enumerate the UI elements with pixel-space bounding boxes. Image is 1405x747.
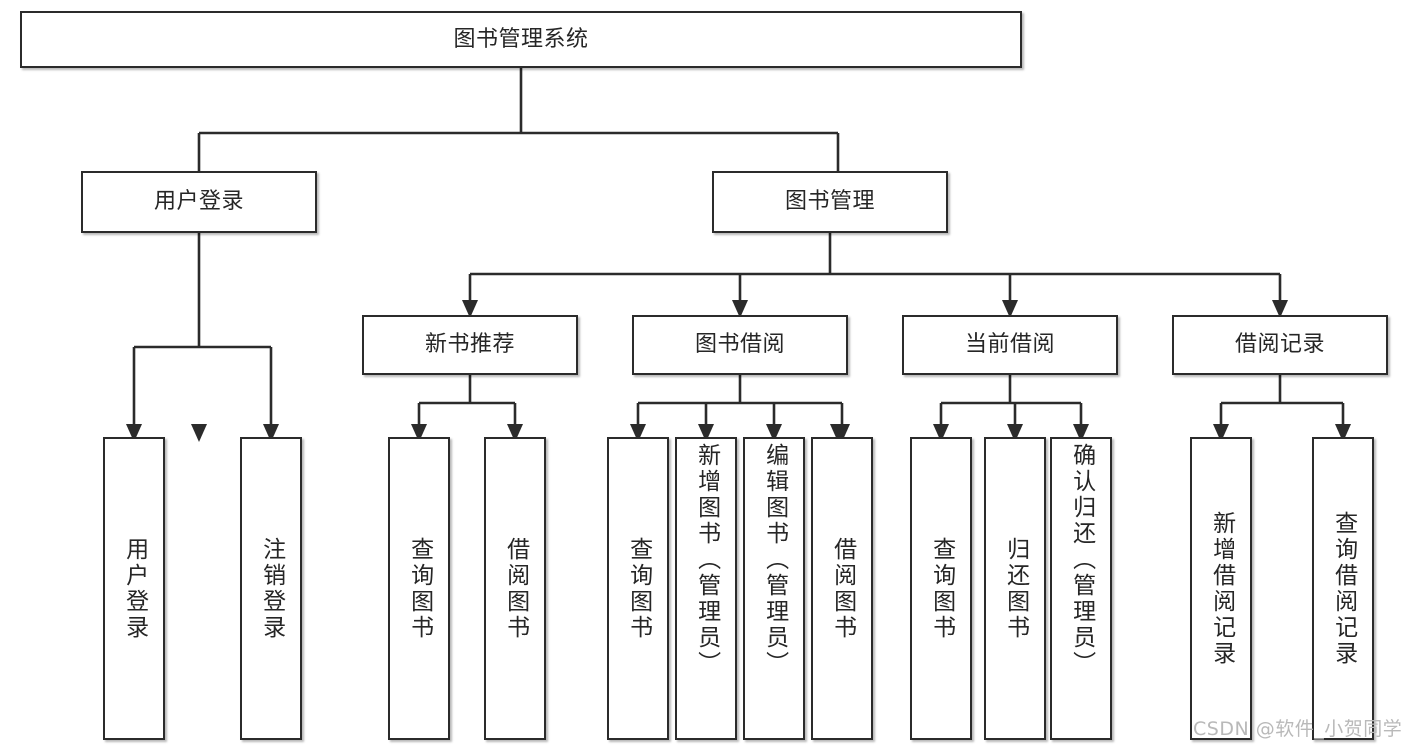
- node-leaf-add-book[interactable]: 新增图书（管理员）: [675, 437, 737, 740]
- node-user-login[interactable]: 用户登录: [81, 171, 317, 233]
- node-root-label: 图书管理系统: [453, 26, 589, 52]
- node-borrow-record-label: 借阅记录: [1234, 332, 1325, 358]
- node-leaf-borrow-book-2[interactable]: 借阅图书: [811, 437, 873, 740]
- node-leaf-query-borrow-record[interactable]: 查询借阅记录: [1312, 437, 1374, 740]
- node-leaf-query-book-2[interactable]: 查询图书: [607, 437, 669, 740]
- edge-newbook-to-leaves: [417, 375, 517, 424]
- node-leaf-borrow-book-1-label: 借阅图书: [502, 536, 529, 641]
- node-leaf-return-book-label: 归还图书: [1002, 536, 1029, 641]
- node-user-login-label: 用户登录: [153, 189, 244, 215]
- node-leaf-add-borrow-record-label: 新增借阅记录: [1208, 510, 1235, 667]
- node-book-manage-label: 图书管理: [784, 189, 875, 215]
- node-leaf-return-book[interactable]: 归还图书: [984, 437, 1046, 740]
- node-book-borrow[interactable]: 图书借阅: [632, 315, 848, 375]
- node-leaf-borrow-book-1[interactable]: 借阅图书: [484, 437, 546, 740]
- node-leaf-confirm-return-label: 确认归还（管理员）: [1068, 443, 1095, 677]
- node-leaf-query-book-3-label: 查询图书: [928, 536, 955, 641]
- node-leaf-logout-login[interactable]: 注销登录: [240, 437, 302, 740]
- node-book-manage[interactable]: 图书管理: [712, 171, 948, 233]
- node-leaf-edit-book[interactable]: 编辑图书（管理员）: [743, 437, 805, 740]
- edge-root-to-level2: [197, 68, 840, 158]
- node-borrow-record[interactable]: 借阅记录: [1172, 315, 1388, 375]
- edge-borrowrecord-to-leaves: [1219, 375, 1345, 424]
- edge-currentborrow-to-leaves: [939, 375, 1083, 424]
- node-leaf-edit-book-label: 编辑图书（管理员）: [761, 443, 788, 677]
- node-new-book-recommend-label: 新书推荐: [424, 332, 515, 358]
- edge-bookmanage-to-level3: [468, 233, 1282, 300]
- node-current-borrow[interactable]: 当前借阅: [902, 315, 1118, 375]
- edge-userlogin-to-leaves: [132, 233, 273, 424]
- node-leaf-query-book-1[interactable]: 查询图书: [388, 437, 450, 740]
- node-leaf-query-borrow-record-label: 查询借阅记录: [1330, 510, 1357, 667]
- node-leaf-query-book-1-label: 查询图书: [406, 536, 433, 641]
- edge-bookborrow-to-leaves: [636, 375, 844, 424]
- node-leaf-confirm-return[interactable]: 确认归还（管理员）: [1050, 437, 1112, 740]
- node-leaf-logout-login-label: 注销登录: [258, 536, 285, 641]
- node-leaf-query-book-3[interactable]: 查询图书: [910, 437, 972, 740]
- node-leaf-add-borrow-record[interactable]: 新增借阅记录: [1190, 437, 1252, 740]
- node-new-book-recommend[interactable]: 新书推荐: [362, 315, 578, 375]
- node-root[interactable]: 图书管理系统: [20, 11, 1022, 68]
- node-book-borrow-label: 图书借阅: [694, 332, 785, 358]
- arrowheads: [126, 300, 1351, 442]
- node-current-borrow-label: 当前借阅: [964, 332, 1055, 358]
- node-leaf-borrow-book-2-label: 借阅图书: [829, 536, 856, 641]
- node-leaf-query-book-2-label: 查询图书: [625, 536, 652, 641]
- node-leaf-add-book-label: 新增图书（管理员）: [693, 443, 720, 677]
- node-leaf-user-login-label: 用户登录: [121, 536, 148, 641]
- arrow-stems: [197, 158, 840, 171]
- node-leaf-user-login[interactable]: 用户登录: [103, 437, 165, 740]
